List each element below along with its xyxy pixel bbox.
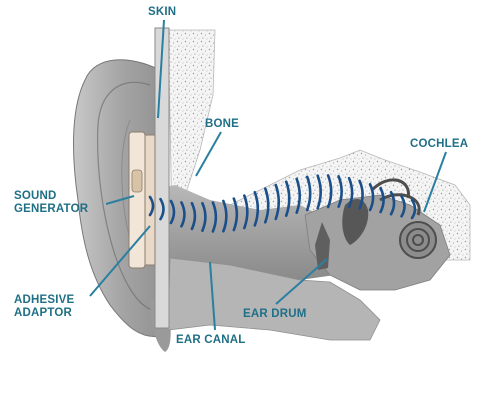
skin-layer	[155, 28, 169, 328]
bone-label: BONE	[205, 118, 239, 131]
skin-label: SKIN	[148, 6, 176, 19]
adhesive-adaptor-label: ADHESIVE ADAPTOR	[14, 294, 74, 320]
ear-drum-label: EAR DRUM	[243, 308, 307, 321]
cochlea-label: COCHLEA	[410, 138, 468, 151]
sound-generator-label: SOUND GENERATOR	[14, 190, 88, 216]
ear-canal-label: EAR CANAL	[176, 334, 246, 347]
